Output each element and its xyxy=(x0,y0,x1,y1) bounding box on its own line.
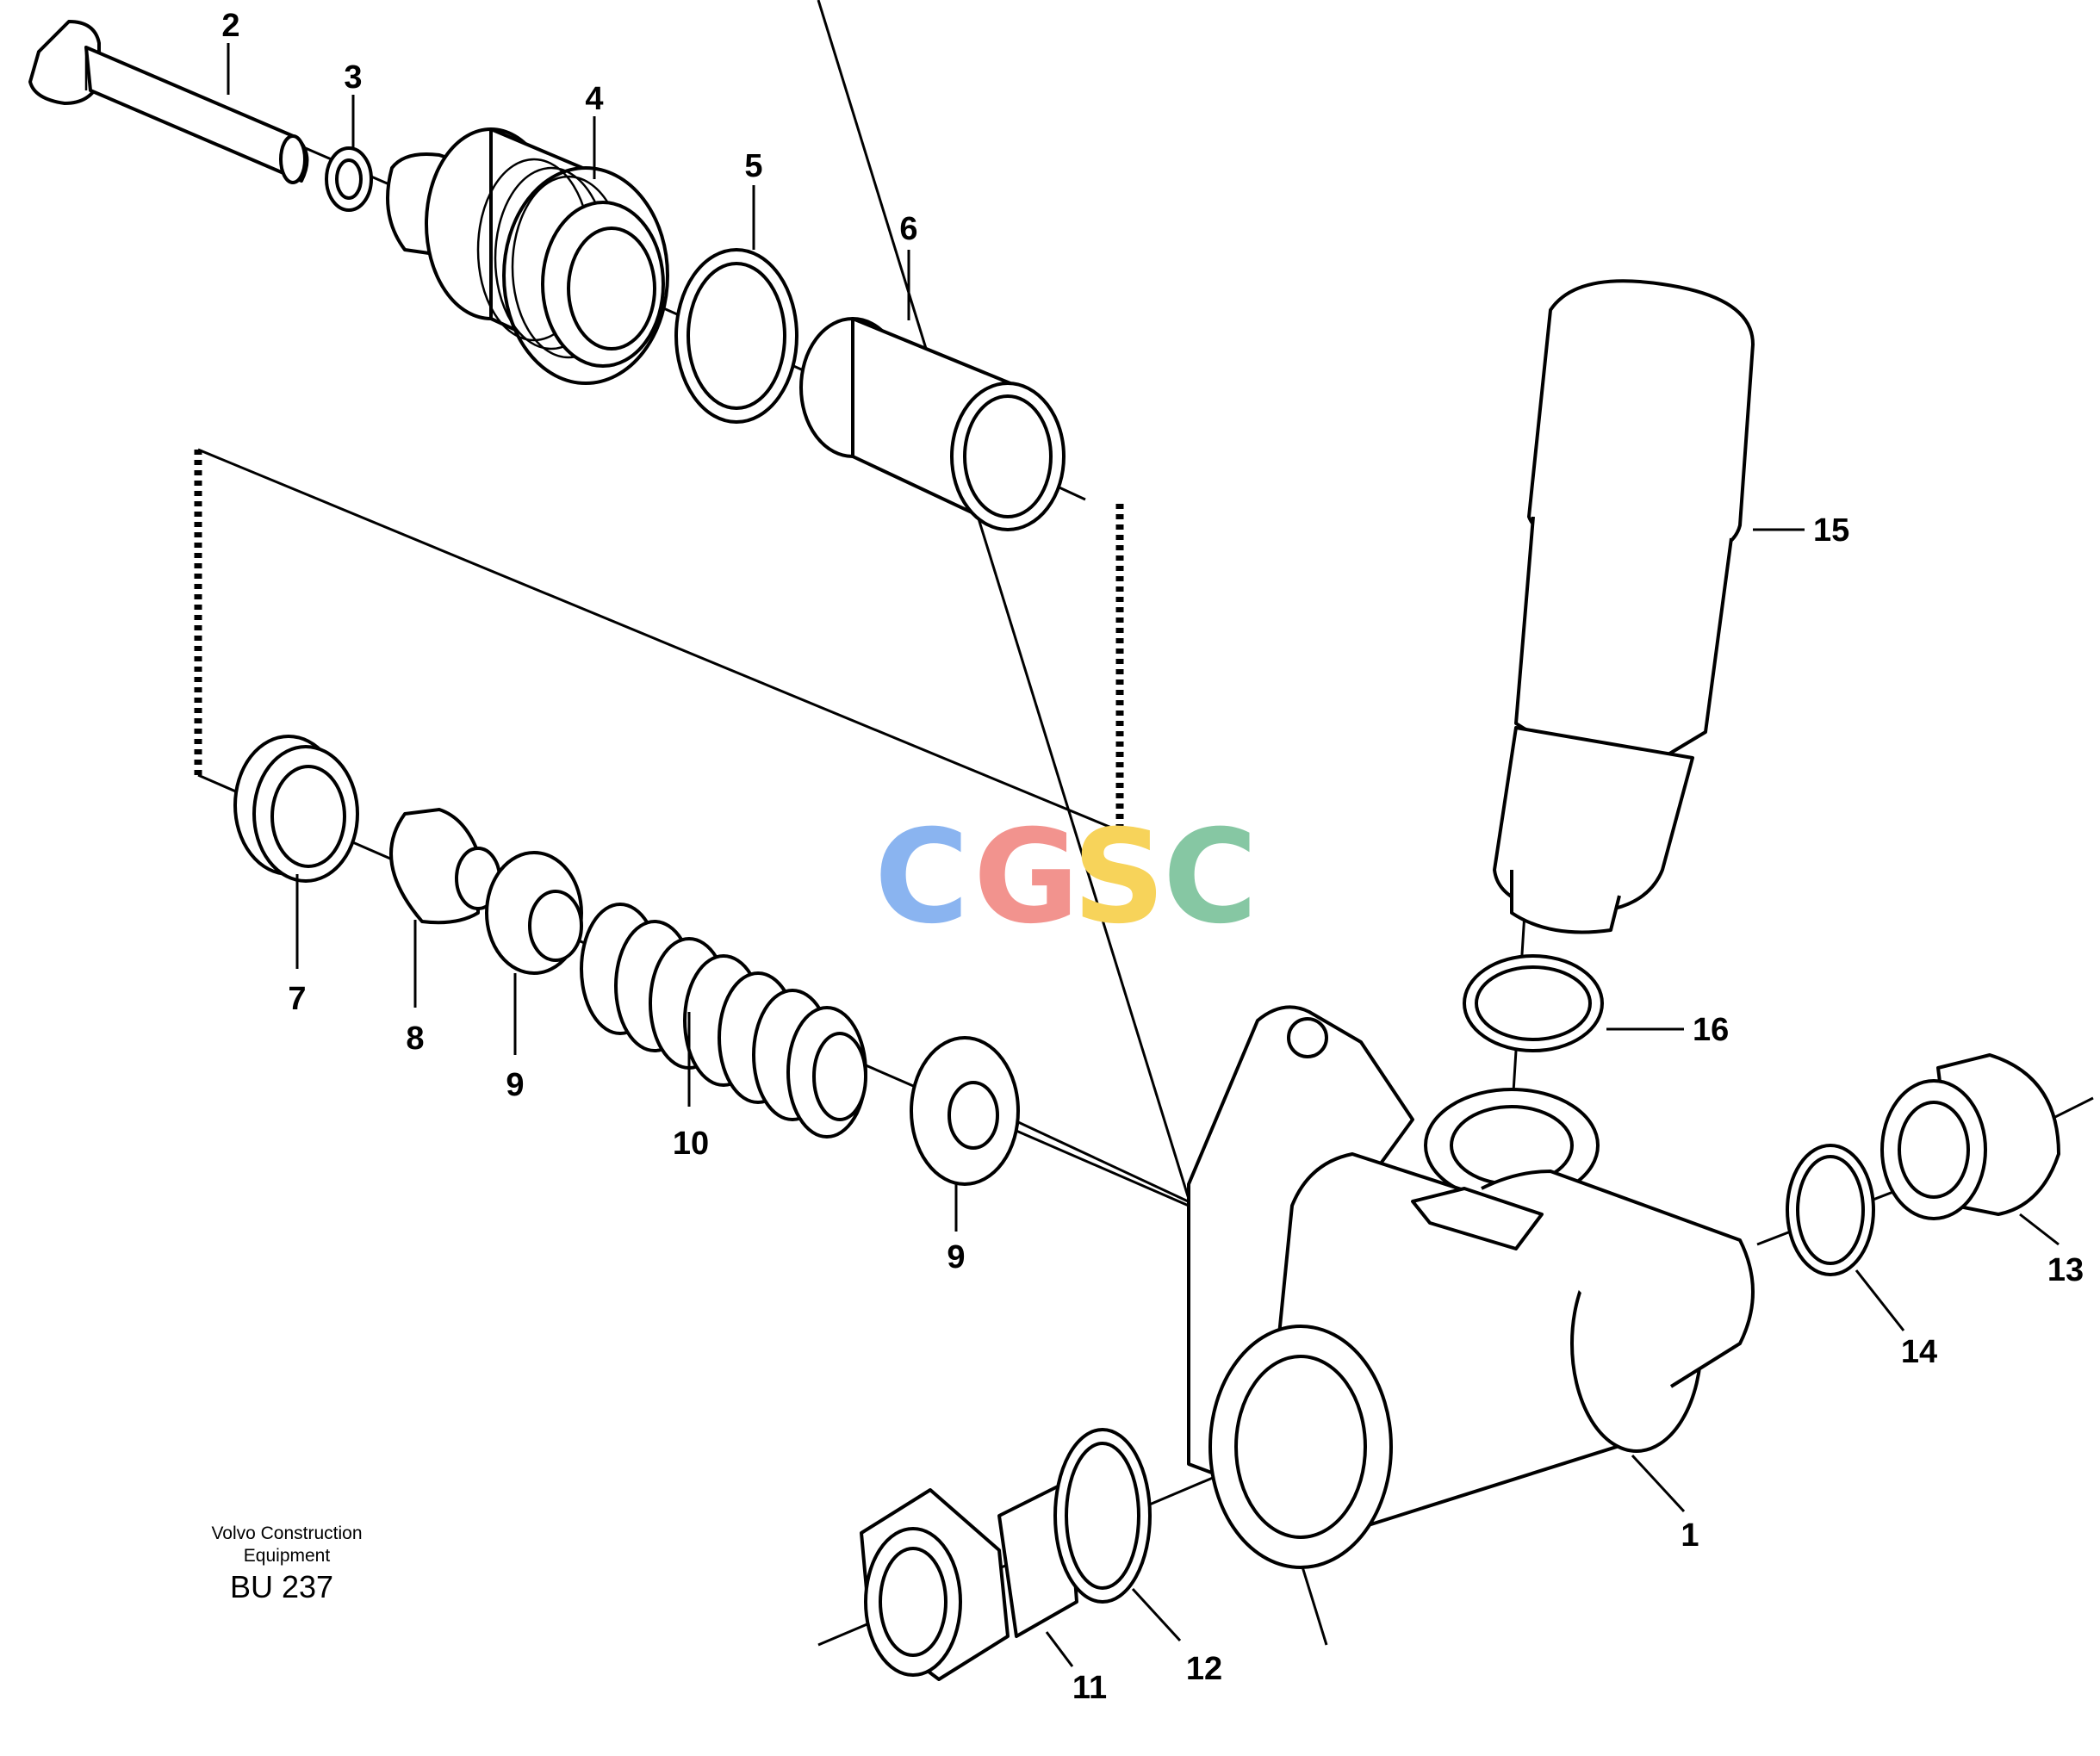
part-15-filter xyxy=(1493,279,1755,934)
part-12-ring xyxy=(1053,1428,1152,1604)
credit-subtitle: Equipment xyxy=(244,1546,331,1566)
watermark-letter-s: S xyxy=(1072,803,1165,952)
callout-8: 8 xyxy=(406,1021,424,1057)
callout-16: 16 xyxy=(1693,1012,1729,1048)
part-6-sleeve xyxy=(799,317,1066,531)
publisher-credit: Volvo Construction Equipment BU 237 xyxy=(211,1523,362,1604)
watermark-letter-g: G xyxy=(973,803,1079,952)
part-1-pump-body xyxy=(1187,1005,1755,1569)
watermark-logo: C G S C xyxy=(874,803,1258,952)
part-14-ring xyxy=(1786,1144,1875,1276)
part-7-cup xyxy=(233,735,359,883)
part-2-pin xyxy=(28,20,309,184)
leader-lines xyxy=(227,43,2060,1667)
dashed-frame xyxy=(194,450,1124,831)
callout-9-lower: 9 xyxy=(947,1239,965,1275)
part-13-plug xyxy=(1880,1053,2060,1220)
callout-15: 15 xyxy=(1813,512,1849,549)
part-11-fitting xyxy=(860,1480,1078,1681)
callout-11: 11 xyxy=(1072,1670,1107,1706)
callout-1: 1 xyxy=(1681,1517,1699,1554)
callout-2: 2 xyxy=(221,8,239,44)
part-4-housing xyxy=(386,127,669,385)
callout-5: 5 xyxy=(744,148,762,184)
callout-3: 3 xyxy=(344,59,362,96)
part-8-plunger xyxy=(389,808,501,925)
callout-14: 14 xyxy=(1901,1334,1937,1370)
part-10-spring xyxy=(580,903,867,1139)
diagram-code: BU 237 xyxy=(230,1569,333,1604)
part-3-o-ring xyxy=(325,146,373,212)
callout-13: 13 xyxy=(2047,1252,2084,1288)
watermark-letter-c2: C xyxy=(1163,803,1258,952)
callout-12: 12 xyxy=(1186,1651,1222,1687)
callout-4: 4 xyxy=(585,81,603,117)
callout-6: 6 xyxy=(899,211,917,247)
callout-7: 7 xyxy=(288,981,306,1017)
callouts: 2 3 4 5 6 15 16 7 8 9 10 9 1 11 12 13 14 xyxy=(221,8,2084,1706)
part-9-lower-washer xyxy=(910,1036,1020,1186)
part-5-ring xyxy=(674,248,798,424)
callout-9-upper: 9 xyxy=(506,1067,524,1103)
callout-10: 10 xyxy=(673,1126,709,1162)
watermark-letter-c1: C xyxy=(874,803,969,952)
part-16-o-ring xyxy=(1463,954,1604,1052)
credit-company: Volvo Construction xyxy=(211,1523,362,1543)
part-9-upper-washer xyxy=(485,851,583,975)
